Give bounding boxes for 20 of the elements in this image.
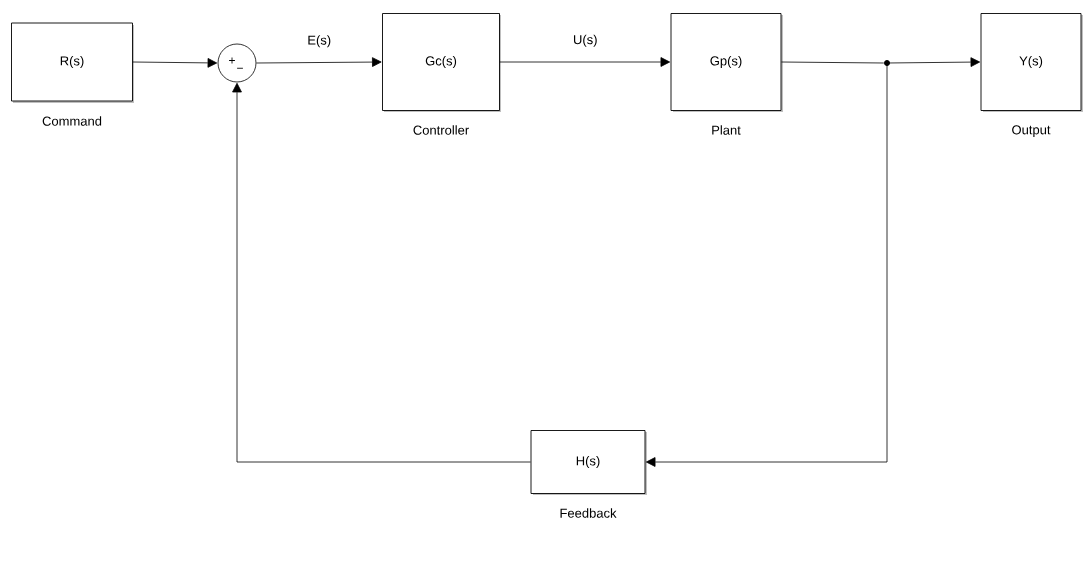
block: Y(s) — [980, 13, 1083, 112]
summing-junction: + − — [217, 43, 257, 83]
block-caption: Output — [1012, 125, 1051, 137]
block-caption: Command — [42, 116, 102, 126]
block: H(s) — [530, 430, 647, 495]
block-caption: Plant — [712, 125, 741, 135]
block-caption: Feedback — [560, 508, 617, 518]
edge-label: E(s) — [308, 35, 331, 48]
arrow — [132, 58, 218, 68]
block: Gc(s) — [382, 13, 501, 112]
arrow — [232, 82, 531, 463]
block: Gp(s) — [670, 13, 783, 112]
branch-point — [884, 60, 890, 66]
block-caption: Controller — [413, 125, 469, 135]
arrow — [256, 57, 382, 67]
arrow — [645, 62, 888, 467]
edge-label: U(s) — [574, 34, 597, 47]
block: R(s) — [11, 22, 134, 103]
arrow — [886, 57, 981, 67]
arrow — [499, 57, 671, 67]
